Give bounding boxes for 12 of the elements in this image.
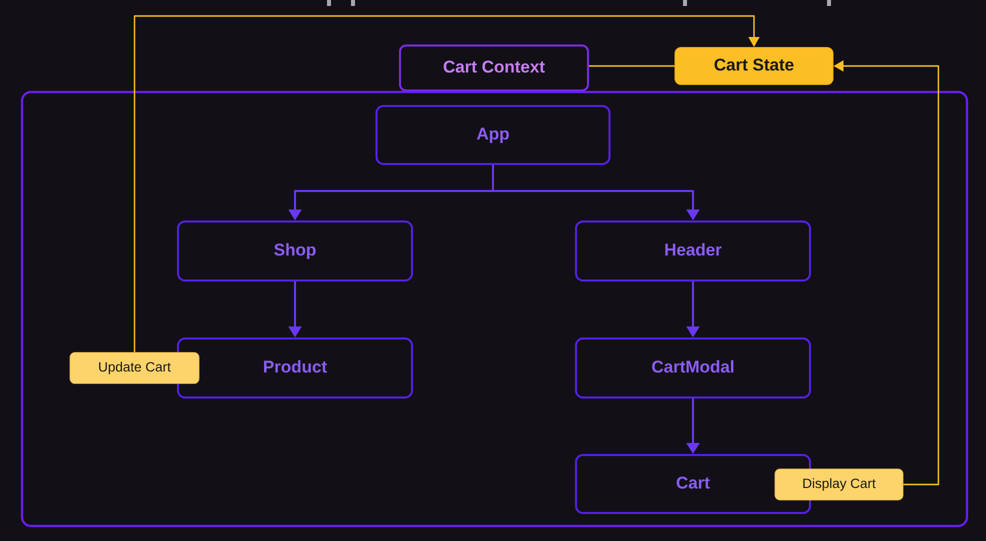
- component-box: App: [376, 105, 610, 165]
- component-box: CartModal: [575, 338, 811, 398]
- note-tag: Display Cart: [774, 468, 904, 500]
- arrow: [134, 15, 760, 352]
- container-frame: [20, 90, 968, 528]
- state-box: Cart State: [674, 47, 834, 85]
- note-tag: Update Cart: [70, 352, 200, 384]
- component-box: Shop: [177, 220, 413, 282]
- component-box: Header: [575, 220, 811, 282]
- context-box: Cart Context: [399, 44, 589, 92]
- component-box: Product: [177, 338, 413, 398]
- connector-line: [589, 65, 674, 67]
